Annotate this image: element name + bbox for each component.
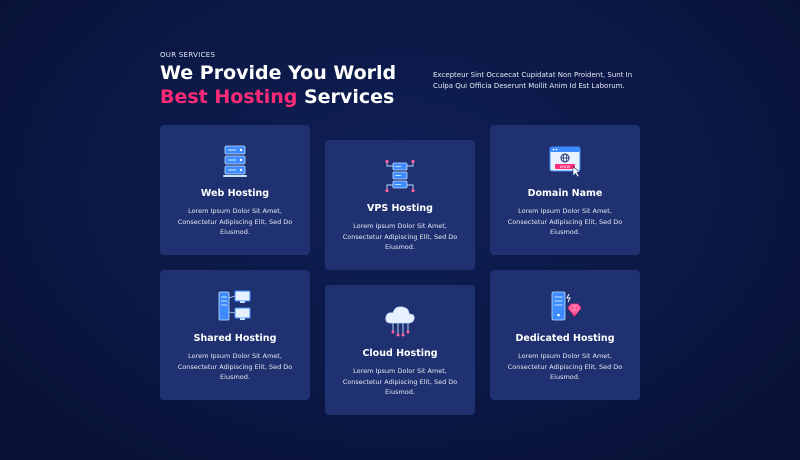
card-title: Dedicated Hosting [515, 333, 615, 344]
card-title: Domain Name [527, 188, 603, 199]
card-title: Shared Hosting [193, 333, 277, 344]
section-title: We Provide You World Best Hosting Servic… [160, 61, 396, 109]
section-eyebrow: OUR SERVICES [160, 51, 216, 59]
title-accent: Best Hosting [160, 86, 298, 108]
service-card-cloud-hosting[interactable]: Cloud Hosting Lorem Ipsum Dolor Sit Amet… [325, 285, 475, 415]
service-card-shared-hosting[interactable]: Shared Hosting Lorem Ipsum Dolor Sit Ame… [160, 270, 310, 400]
shared-computers-icon [217, 288, 253, 324]
server-rack-icon [217, 143, 253, 179]
title-line-1: We Provide You World [160, 62, 397, 84]
www-label: WWW [560, 165, 571, 169]
dedicated-server-diamond-icon [547, 288, 583, 324]
title-rest: Services [297, 86, 395, 108]
card-text: Lorem Ipsum Dolor Sit Amet, Consectetur … [177, 207, 293, 236]
service-card-vps-hosting[interactable]: VPS Hosting Lorem Ipsum Dolor Sit Amet, … [325, 140, 475, 270]
domain-browser-icon: WWW [547, 143, 583, 179]
card-text: Lorem Ipsum Dolor Sit Amet, Consectetur … [507, 207, 623, 236]
card-title: Cloud Hosting [362, 348, 438, 359]
card-text: Lorem Ipsum Dolor Sit Amet, Consectetur … [507, 352, 623, 381]
card-text: Lorem Ipsum Dolor Sit Amet, Consectetur … [342, 367, 458, 396]
card-title: VPS Hosting [367, 203, 433, 214]
cloud-network-icon [382, 303, 418, 339]
card-text: Lorem Ipsum Dolor Sit Amet, Consectetur … [342, 222, 458, 251]
service-card-dedicated-hosting[interactable]: Dedicated Hosting Lorem Ipsum Dolor Sit … [490, 270, 640, 400]
service-card-domain-name[interactable]: WWW Domain Name Lorem Ipsum Dolor Sit Am… [490, 125, 640, 255]
section-description: Excepteur Sint Occaecat Cupidatat Non Pr… [433, 71, 633, 90]
card-text: Lorem Ipsum Dolor Sit Amet, Consectetur … [177, 352, 293, 381]
service-card-web-hosting[interactable]: Web Hosting Lorem Ipsum Dolor Sit Amet, … [160, 125, 310, 255]
vps-server-icon [382, 158, 418, 194]
card-title: Web Hosting [200, 188, 270, 199]
